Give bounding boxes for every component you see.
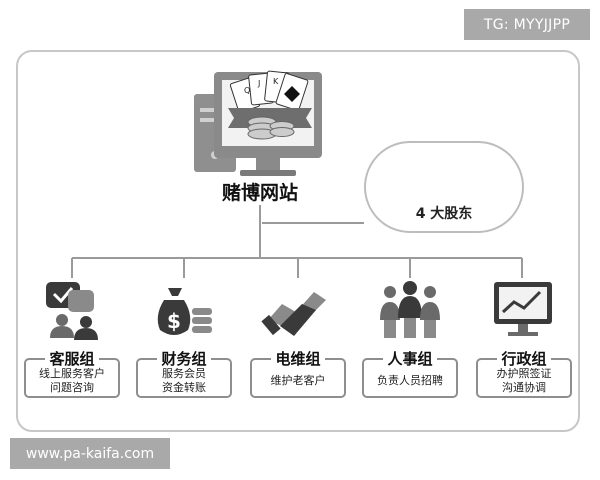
chat-check-icon (46, 282, 98, 340)
dept-title-customer-service: 客服组 (22, 348, 122, 369)
watermark-top: TG: MYYJJPP (464, 9, 590, 40)
center-title: 赌博网站 (221, 182, 298, 204)
monitor-chart-icon (494, 282, 552, 336)
dept-line: 维护老客户 (270, 374, 326, 387)
computer-casino-icon: Q J K (194, 70, 322, 176)
watermark-bottom: www.pa-kaifa.com (10, 438, 170, 469)
dept-line: 沟通协调 (502, 381, 546, 394)
shareholders-label: 4 大股东 (415, 206, 473, 222)
svg-text:$: $ (167, 309, 181, 333)
dept-title-text: 行政组 (497, 350, 551, 368)
dept-line: 线上服务客户 (39, 367, 105, 380)
svg-text:Q: Q (244, 86, 250, 95)
dept-title-finance: 财务组 (134, 348, 234, 369)
dept-line: 服务会员 (162, 367, 206, 380)
dept-line: 资金转账 (162, 381, 206, 394)
svg-text:J: J (257, 79, 260, 88)
connector-lines (71, 205, 523, 278)
dept-line: 问题咨询 (50, 381, 94, 394)
handshake-icon (261, 292, 326, 336)
money-bag-icon: $ (157, 288, 212, 335)
dept-title-hr: 人事组 (360, 348, 460, 369)
dept-line: 办护照签证 (496, 367, 552, 380)
dept-title-text: 人事组 (383, 350, 437, 368)
dept-title-admin: 行政组 (474, 348, 574, 369)
dept-title-text: 客服组 (45, 350, 99, 368)
svg-text:K: K (273, 77, 279, 86)
dept-title-text: 财务组 (157, 350, 211, 368)
dept-title-text: 电维组 (271, 350, 325, 368)
dept-line: 负责人员招聘 (377, 374, 443, 387)
team-icon (380, 281, 440, 338)
dept-title-phone-maintenance: 电维组 (248, 348, 348, 369)
dept-box-customer-service: 线上服务客户 问题咨询 (24, 358, 120, 398)
shareholders-bubble (364, 141, 524, 233)
